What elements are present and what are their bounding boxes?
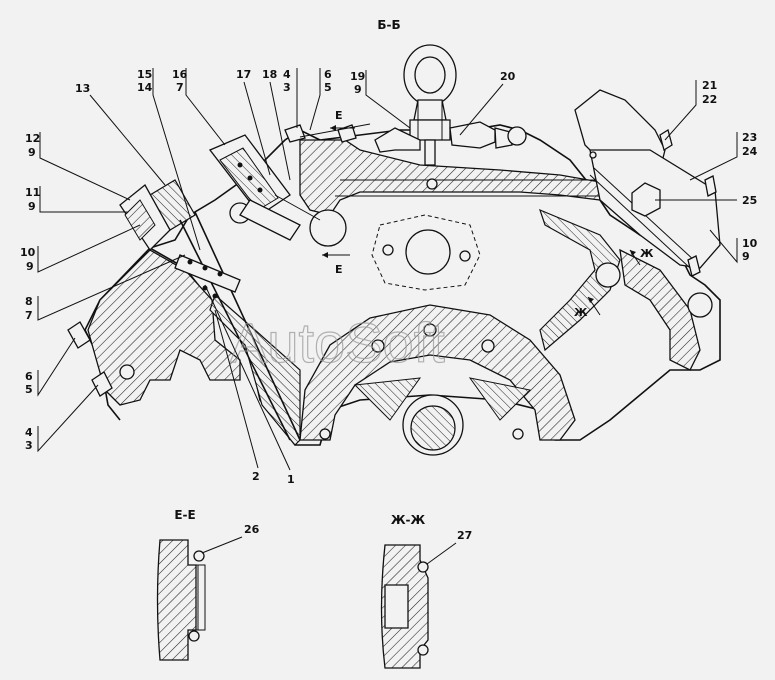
callout-15: 15 <box>137 68 152 81</box>
left-bolts <box>67 124 357 397</box>
callout-6-top: 6 <box>324 68 332 81</box>
central-bore <box>405 229 451 275</box>
callout-6-left: 6 <box>25 370 33 383</box>
section-title: Б-Б <box>377 18 400 32</box>
callout-7a: 7 <box>176 81 184 94</box>
callout-9-a: 9 <box>28 146 36 159</box>
callout-11: 11 <box>25 186 40 199</box>
callout-21: 21 <box>702 79 717 92</box>
callout-27: 27 <box>457 529 472 542</box>
lifting-eye <box>374 44 527 166</box>
callout-5-left: 5 <box>25 383 33 396</box>
callout-9-top: 9 <box>354 83 362 96</box>
callouts: 13 15 14 16 7 17 18 4 3 6 5 19 9 20 21 2… <box>20 68 758 486</box>
section-cut-marks: E E Ж Ж <box>299 109 654 319</box>
hex-nut <box>631 182 661 217</box>
callout-8: 8 <box>25 295 33 308</box>
callout-7-left: 7 <box>25 309 33 322</box>
cut-mark-zh-upper: Ж <box>640 247 654 260</box>
cut-mark-e-bottom: E <box>335 263 343 276</box>
cut-mark-e-top: E <box>335 109 343 122</box>
callout-12: 12 <box>25 132 40 145</box>
detail-view-e-e: E-E 26 <box>156 508 260 661</box>
callout-16: 16 <box>172 68 188 81</box>
cut-mark-zh-lower: Ж <box>574 306 588 319</box>
callout-3-top: 3 <box>283 81 291 94</box>
callout-5-top: 5 <box>324 81 332 94</box>
callout-23: 23 <box>742 131 757 144</box>
right-passage-bore <box>595 262 621 288</box>
callout-22: 22 <box>702 93 717 106</box>
callout-9-right: 9 <box>742 250 750 263</box>
callout-9-c: 9 <box>26 260 34 273</box>
left-bolt-hole <box>119 364 135 380</box>
callout-1: 1 <box>287 473 295 486</box>
callout-19: 19 <box>350 70 365 83</box>
left-injector-assembly <box>119 134 321 441</box>
right-pump-housing <box>574 89 721 277</box>
callout-20: 20 <box>500 70 516 83</box>
detail-title-e-e: E-E <box>174 508 195 522</box>
callout-17: 17 <box>236 68 251 81</box>
callout-26: 26 <box>244 523 260 536</box>
callout-4-left: 4 <box>25 426 33 439</box>
callout-3-left: 3 <box>25 439 33 452</box>
callout-4-top: 4 <box>283 68 291 81</box>
callout-14: 14 <box>137 81 153 94</box>
callout-10-right: 10 <box>742 237 758 250</box>
callout-10-left: 10 <box>20 246 36 259</box>
callout-9-b: 9 <box>28 200 36 213</box>
callout-25: 25 <box>742 194 757 207</box>
oil-gallery-bore <box>309 209 347 247</box>
callout-24: 24 <box>742 145 758 158</box>
detail-view-zh-zh: Ж-Ж 27 <box>380 513 472 669</box>
callout-2: 2 <box>252 470 260 483</box>
detail-title-zh-zh: Ж-Ж <box>391 513 426 527</box>
callout-13: 13 <box>75 82 90 95</box>
callout-18: 18 <box>262 68 277 81</box>
watermark: AutoSoft <box>230 311 445 374</box>
